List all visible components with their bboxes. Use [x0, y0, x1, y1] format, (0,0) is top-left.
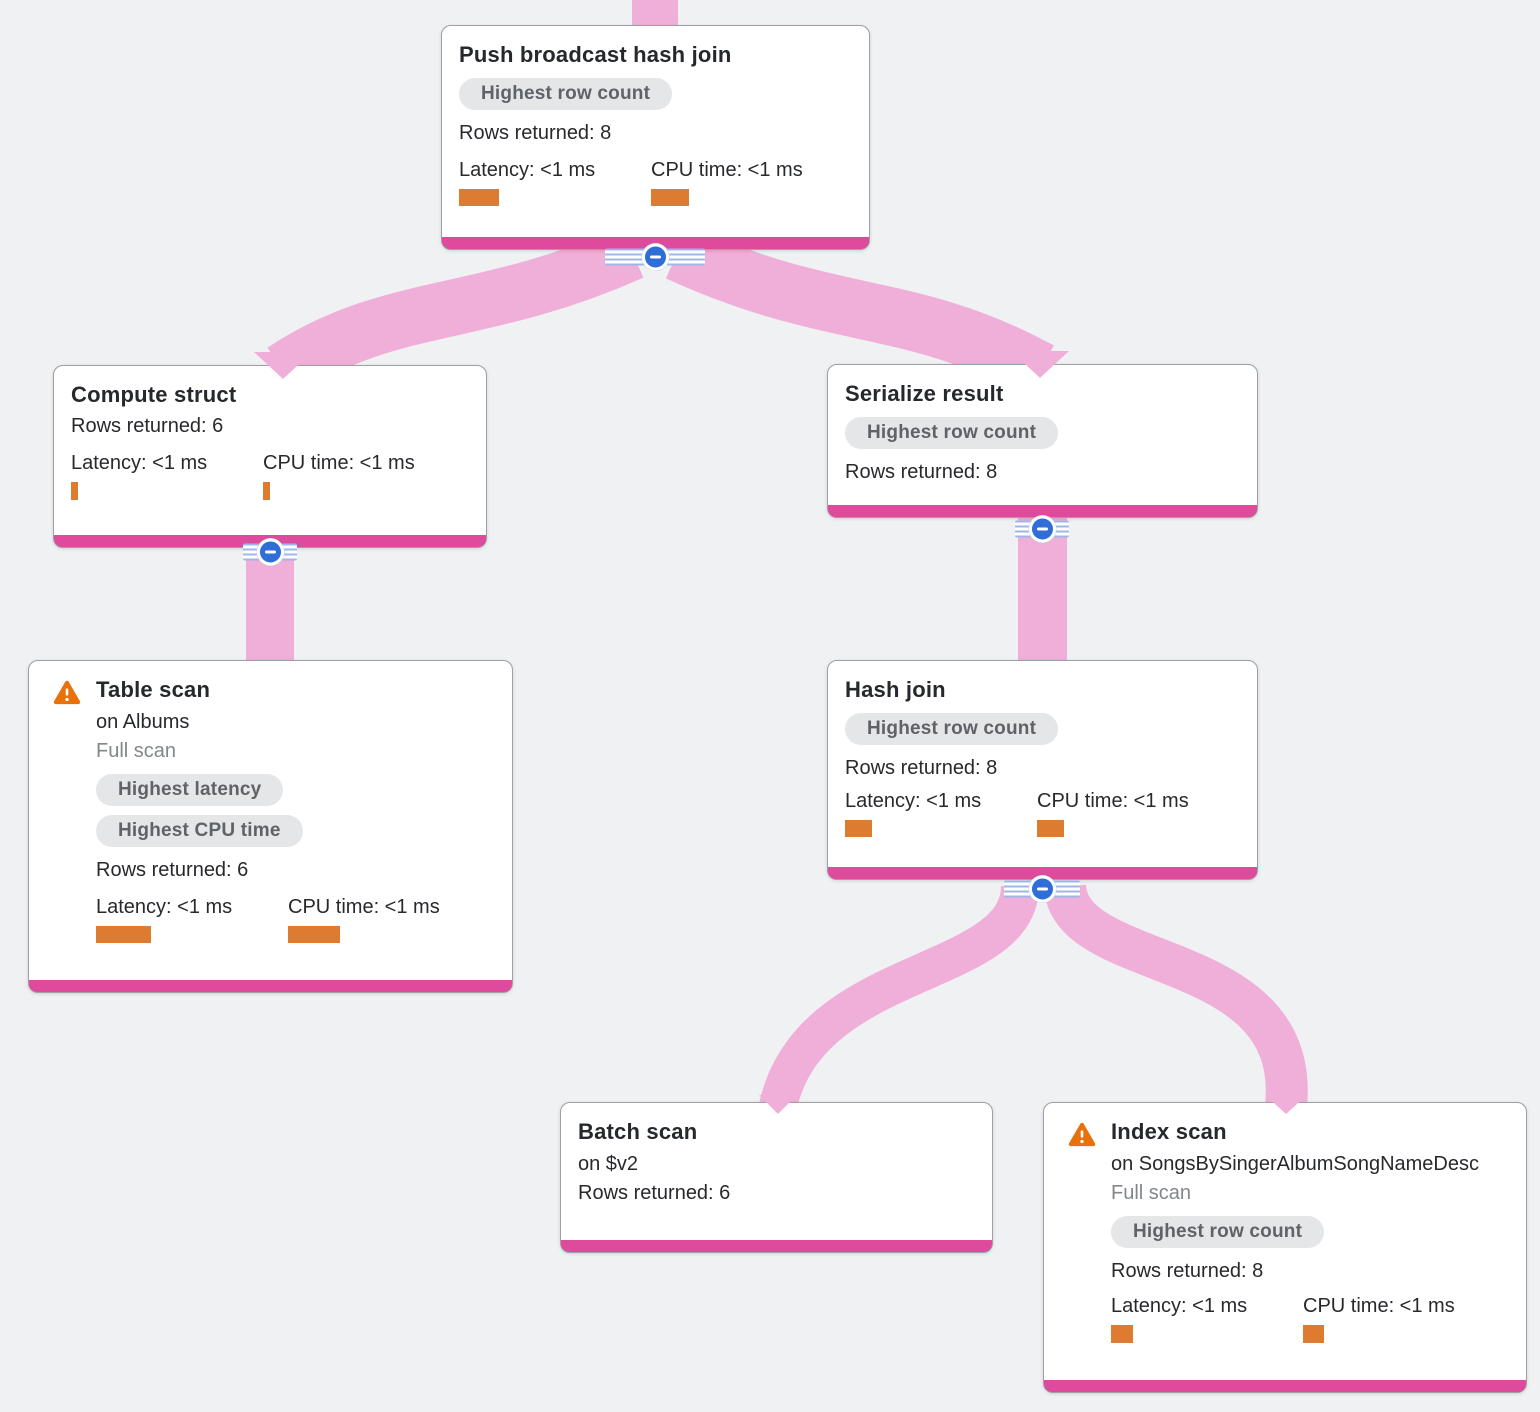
- cpu-time-label: CPU time: <1 ms: [1303, 1295, 1455, 1317]
- scan-target: on $v2: [578, 1153, 639, 1175]
- scan-type: Full scan: [96, 740, 177, 762]
- latency-bar: [459, 189, 499, 206]
- latency-bar: [1111, 1325, 1133, 1343]
- ribbon-to-index-scan: [1044, 882, 1308, 1109]
- card-accent-bar: [442, 237, 869, 249]
- rows-returned: Rows returned: 8: [845, 461, 998, 483]
- collapse-button-compute-struct[interactable]: [243, 538, 297, 566]
- collapse-button-hash-join[interactable]: [1004, 875, 1080, 903]
- node-title: Index scan: [1111, 1119, 1227, 1144]
- latency-label: Latency: <1 ms: [459, 159, 596, 181]
- scan-target: on SongsBySingerAlbumSongNameDesc: [1111, 1153, 1479, 1175]
- minus-icon: [649, 255, 661, 259]
- badge-highest-cpu-time: Highest CPU time: [96, 815, 303, 847]
- collapse-knob[interactable]: [256, 538, 284, 566]
- latency-bar: [71, 482, 78, 500]
- node-title: Push broadcast hash join: [459, 42, 732, 67]
- cpu-time-label: CPU time: <1 ms: [1037, 790, 1189, 812]
- rows-returned: Rows returned: 6: [578, 1182, 731, 1204]
- ribbon-to-batch-scan: [759, 884, 1039, 1111]
- latency-label: Latency: <1 ms: [71, 452, 208, 474]
- scan-target: on Albums: [96, 711, 190, 733]
- cpu-time-bar: [1037, 820, 1064, 837]
- collapse-button-push-broadcast-hash-join[interactable]: [605, 243, 705, 271]
- node-card-hash-join[interactable]: Hash join Highest row count Rows returne…: [827, 660, 1258, 880]
- cpu-time-label: CPU time: <1 ms: [263, 452, 415, 474]
- scan-type: Full scan: [1111, 1182, 1192, 1204]
- minus-icon: [1036, 887, 1048, 891]
- cpu-time-label: CPU time: <1 ms: [651, 159, 803, 181]
- rows-returned: Rows returned: 8: [845, 757, 998, 779]
- card-accent-bar: [828, 867, 1257, 879]
- node-title: Table scan: [96, 677, 211, 702]
- node-title: Batch scan: [578, 1119, 698, 1144]
- node-card-push-broadcast-hash-join[interactable]: Push broadcast hash join Highest row cou…: [441, 25, 870, 250]
- ribbon-to-compute-struct: [267, 226, 644, 395]
- collapse-knob[interactable]: [1028, 875, 1056, 903]
- collapse-knob[interactable]: [641, 243, 669, 271]
- minus-icon: [1036, 527, 1048, 531]
- latency-label: Latency: <1 ms: [96, 896, 233, 918]
- node-card-index-scan[interactable]: Index scan on SongsBySingerAlbumSongName…: [1043, 1102, 1527, 1393]
- node-title: Compute struct: [71, 382, 237, 407]
- card-accent-bar: [29, 980, 512, 992]
- badge-highest-row-count: Highest row count: [845, 713, 1059, 745]
- cpu-time-bar: [651, 189, 689, 206]
- warning-icon: [53, 680, 81, 706]
- warning-icon: [1068, 1122, 1096, 1148]
- ribbon-to-serialize-result: [665, 225, 1054, 397]
- badge-highest-row-count: Highest row count: [845, 417, 1059, 449]
- rows-returned: Rows returned: 8: [459, 122, 612, 144]
- rows-returned: Rows returned: 8: [1111, 1260, 1264, 1282]
- minus-icon: [264, 550, 276, 554]
- badge-highest-row-count: Highest row count: [1111, 1216, 1325, 1248]
- cpu-time-bar: [288, 926, 340, 943]
- latency-label: Latency: <1 ms: [845, 790, 982, 812]
- node-title: Hash join: [845, 677, 946, 702]
- card-accent-bar: [1044, 1380, 1526, 1392]
- node-card-batch-scan[interactable]: Batch scan on $v2 Rows returned: 6: [560, 1102, 993, 1253]
- badge-highest-latency: Highest latency: [96, 774, 284, 806]
- cpu-time-label: CPU time: <1 ms: [288, 896, 440, 918]
- card-accent-bar: [828, 505, 1257, 517]
- node-title: Serialize result: [845, 381, 1004, 406]
- node-card-table-scan[interactable]: Table scan on Albums Full scan Highest l…: [28, 660, 513, 993]
- rows-returned: Rows returned: 6: [96, 859, 249, 881]
- rows-returned: Rows returned: 6: [71, 415, 224, 437]
- latency-label: Latency: <1 ms: [1111, 1295, 1248, 1317]
- card-accent-bar: [561, 1240, 992, 1252]
- collapse-button-serialize-result[interactable]: [1015, 515, 1069, 543]
- node-card-compute-struct[interactable]: Compute struct Rows returned: 6 Latency:…: [53, 365, 487, 548]
- cpu-time-bar: [263, 482, 270, 500]
- node-card-serialize-result[interactable]: Serialize result Highest row count Rows …: [827, 364, 1258, 518]
- latency-bar: [96, 926, 151, 943]
- collapse-knob[interactable]: [1028, 515, 1056, 543]
- latency-bar: [845, 820, 872, 837]
- cpu-time-bar: [1303, 1325, 1324, 1343]
- badge-highest-row-count: Highest row count: [459, 78, 673, 110]
